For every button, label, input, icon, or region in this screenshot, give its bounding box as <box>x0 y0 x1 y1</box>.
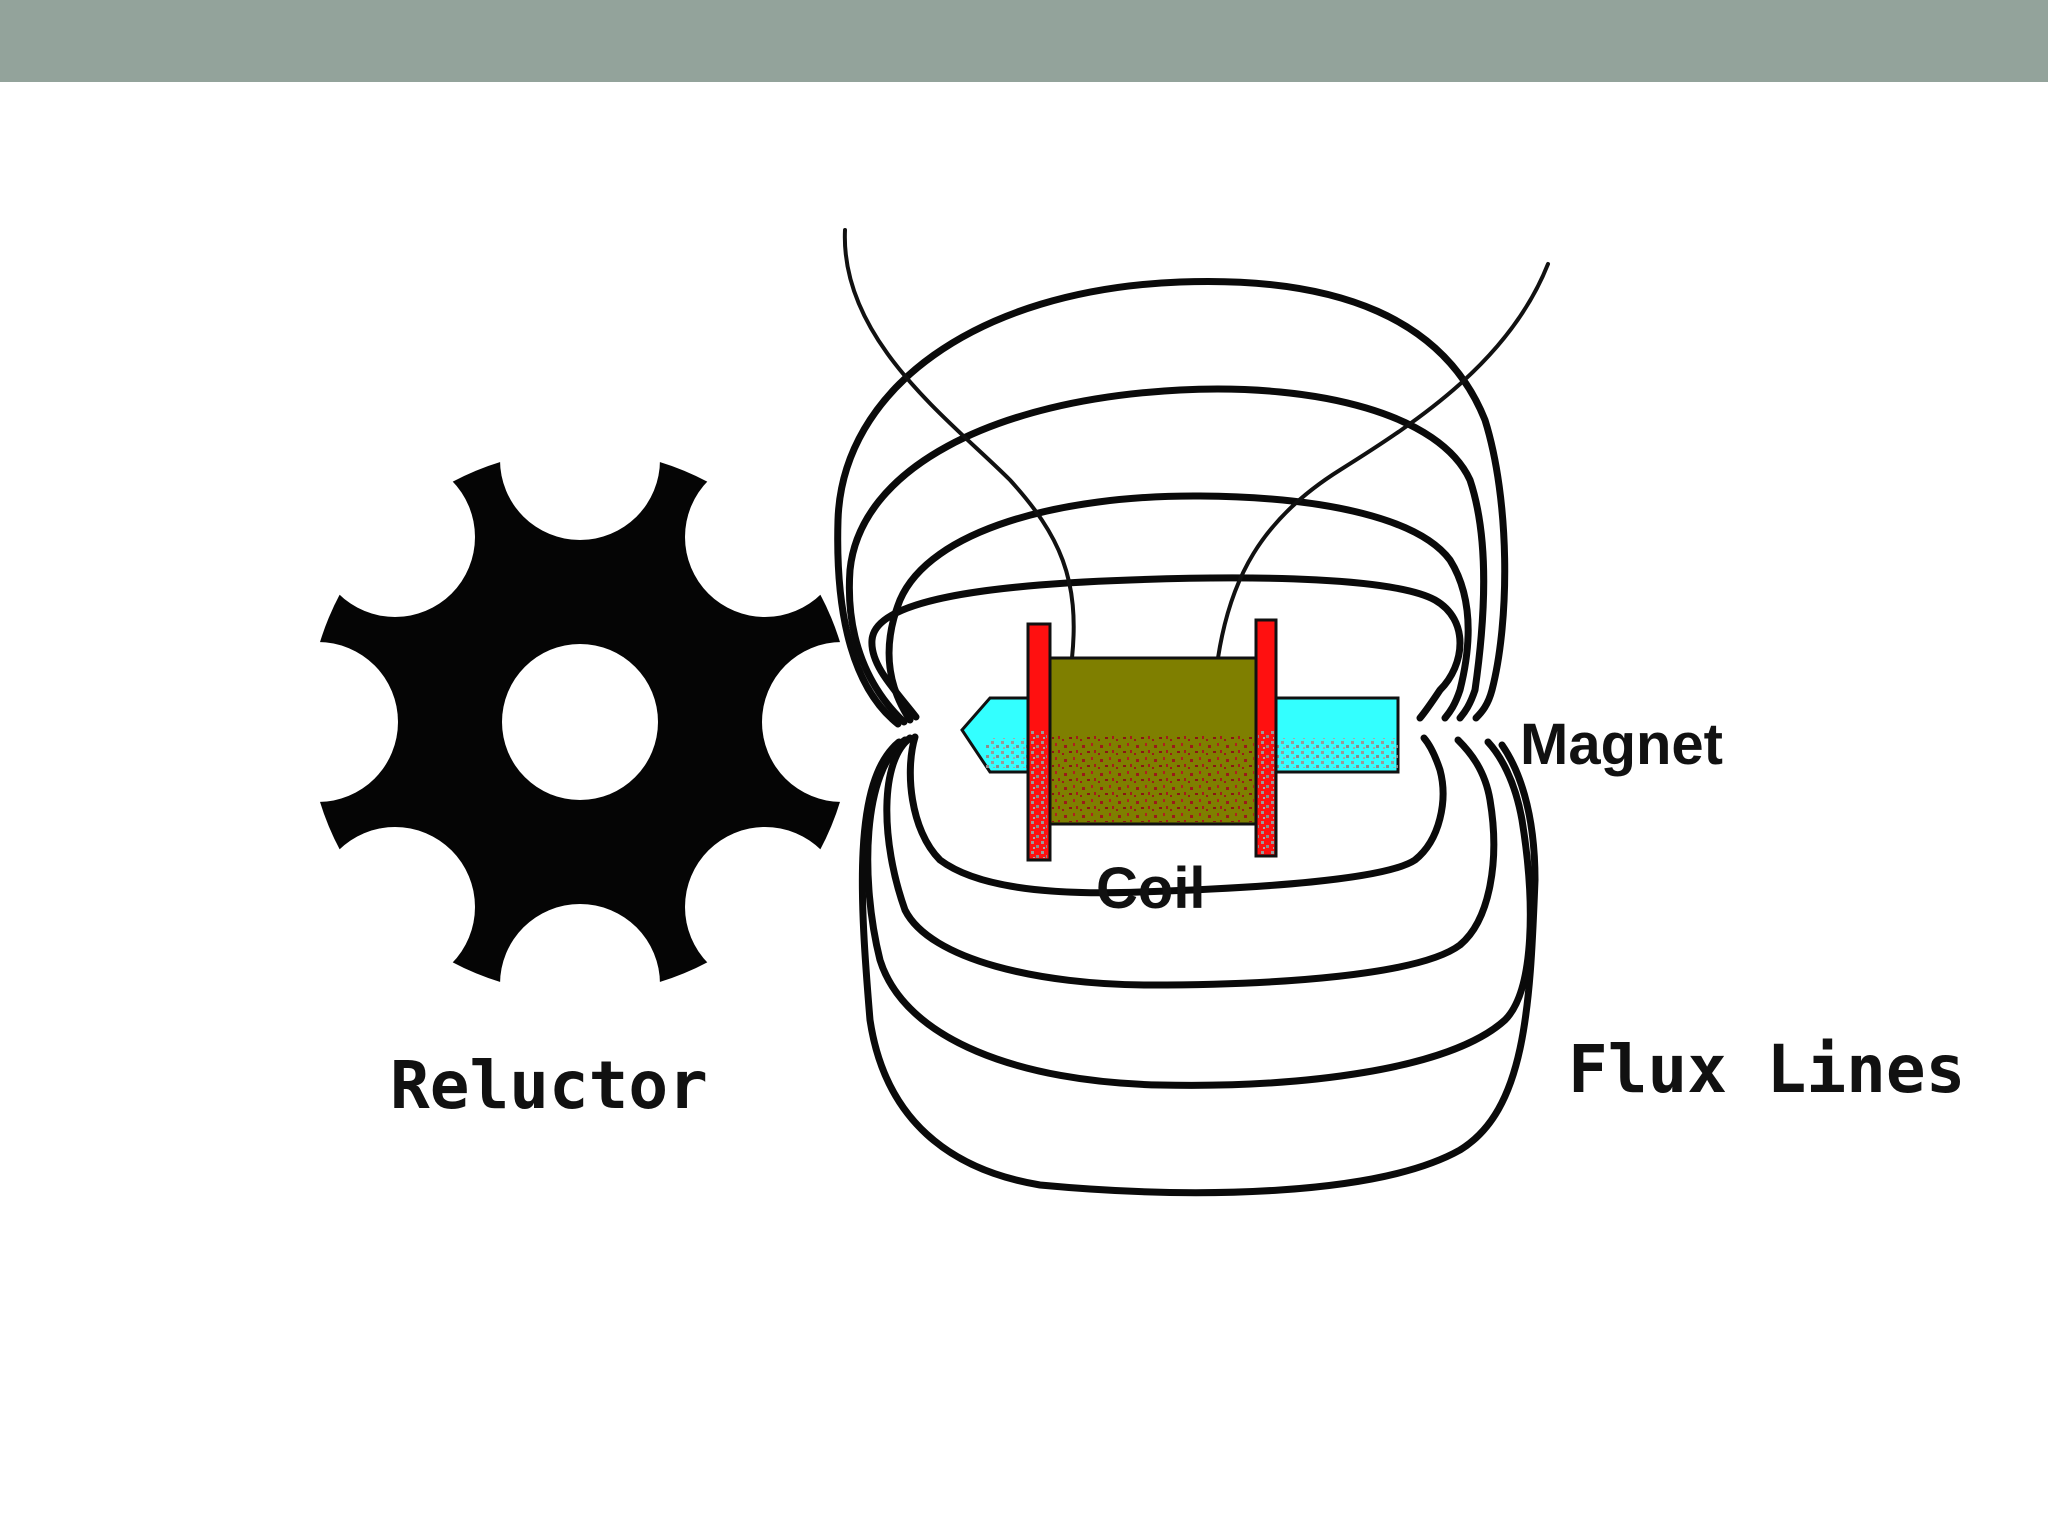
flux-lines-label: Flux Lines <box>1568 1031 1965 1108</box>
reluctor-label: Reluctor <box>390 1047 708 1124</box>
flux-line-lower-2 <box>883 734 1498 989</box>
reluctor-wheel <box>308 450 852 994</box>
coil-lead-wires <box>842 228 1550 660</box>
flux-lines <box>834 277 1539 1197</box>
coil-label: Coil <box>1096 856 1206 921</box>
flux-line-upper-2 <box>885 492 1472 724</box>
flux-line-lower-3 <box>864 736 1534 1089</box>
flux-line-lower-4 <box>858 738 1539 1197</box>
header-bar <box>0 0 2048 82</box>
flux-line-upper-3 <box>845 385 1488 726</box>
flux-line-upper-4 <box>834 277 1509 728</box>
coil <box>1026 618 1278 862</box>
flux-line-lower-1 <box>906 733 1447 897</box>
magnet-label: Magnet <box>1520 712 1723 777</box>
flux-line-upper-1 <box>868 574 1464 722</box>
coil-wire-right <box>1216 262 1550 660</box>
coil-wire-left <box>842 228 1076 660</box>
